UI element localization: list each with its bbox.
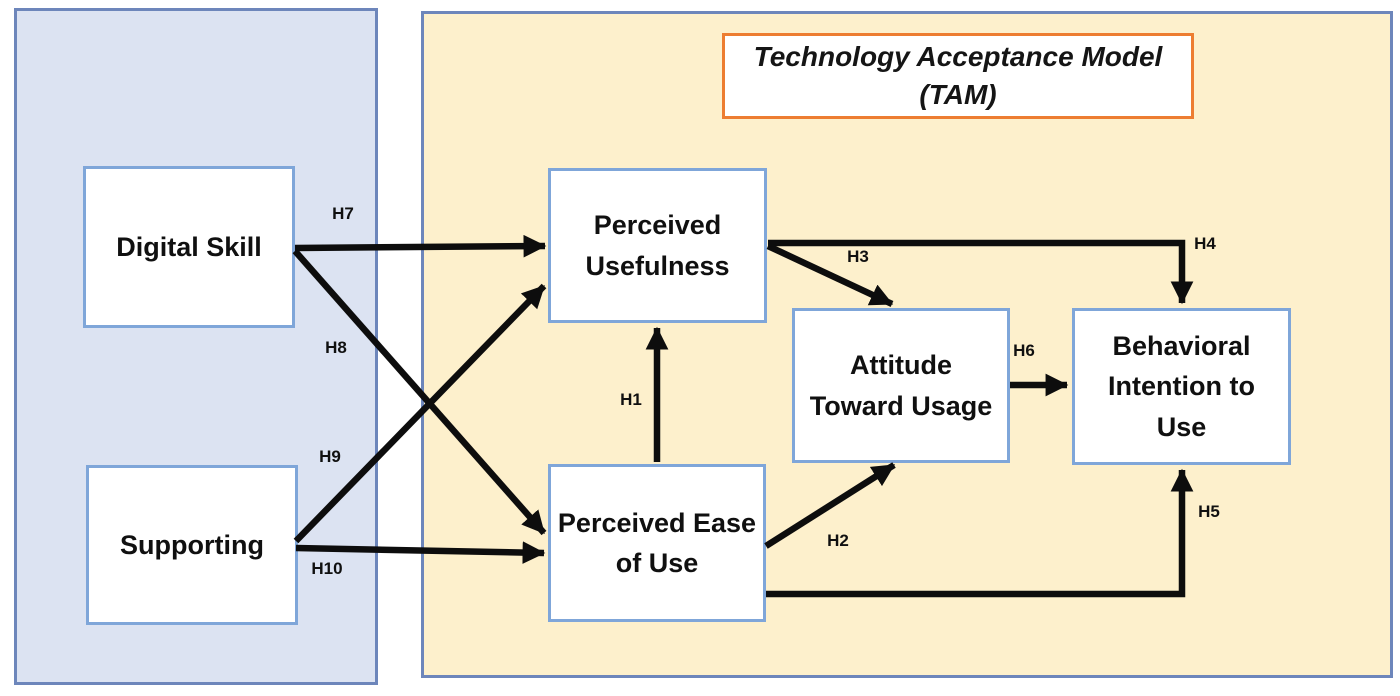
node-perceived-ease-of-use: Perceived Ease of Use bbox=[548, 464, 766, 622]
tam-title-line2: (TAM) bbox=[919, 79, 997, 110]
tam-title-box: Technology Acceptance Model (TAM) bbox=[722, 33, 1194, 119]
node-digital-skill: Digital Skill bbox=[83, 166, 295, 328]
node-label-line: of Use bbox=[615, 548, 699, 578]
node-supporting: Supporting bbox=[86, 465, 298, 625]
node-label-line: Attitude bbox=[850, 350, 952, 380]
node-label-line: Intention to bbox=[1108, 371, 1255, 402]
node-label-line: Supporting bbox=[120, 529, 264, 560]
node-label-line: Behavioral bbox=[1112, 330, 1251, 361]
edge-label-h2: H2 bbox=[827, 531, 849, 550]
node-label-line: Usefulness bbox=[585, 250, 730, 281]
edge-label-h10: H10 bbox=[311, 559, 343, 578]
edge-label-h1: H1 bbox=[620, 390, 642, 409]
edge-label-h7: H7 bbox=[332, 204, 354, 223]
edge-label-h9: H9 bbox=[319, 447, 341, 466]
edge-label-h4: H4 bbox=[1194, 234, 1216, 253]
edge-label-h3: H3 bbox=[847, 247, 869, 266]
node-label-line: Perceived Ease bbox=[557, 507, 757, 538]
node-label-line: Use bbox=[1156, 411, 1207, 442]
node-label-line: Toward Usage bbox=[809, 390, 993, 421]
edge-label-h8: H8 bbox=[325, 338, 347, 357]
node-label-line: Digital Skill bbox=[116, 231, 262, 262]
node-label-line: Perceived bbox=[593, 210, 722, 240]
edge-label-h6: H6 bbox=[1013, 341, 1035, 360]
edge-label-h5: H5 bbox=[1198, 502, 1220, 521]
tam-title-line1: Technology Acceptance Model bbox=[753, 41, 1163, 73]
